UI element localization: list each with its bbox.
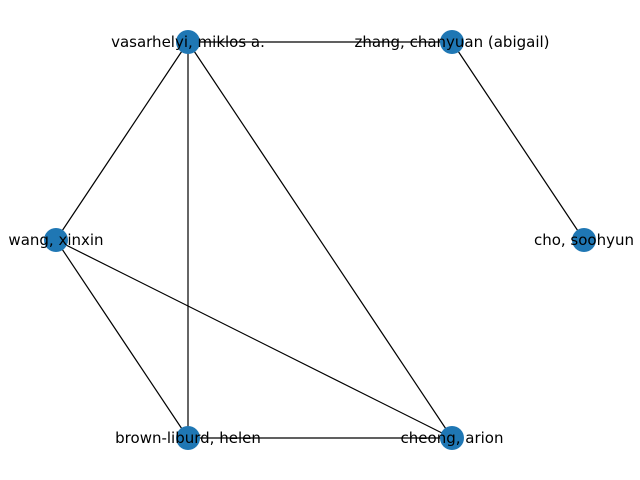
node-wang [44, 228, 68, 252]
node-brown [176, 426, 200, 450]
edge-zhang-cho [451, 41, 585, 241]
edge-vasarhelyi-cheong [187, 41, 453, 439]
node-label-brown: brown-liburd, helen [115, 429, 261, 447]
edges-layer [55, 41, 585, 439]
node-label-wang: wang, xinxin [8, 231, 103, 249]
edge-vasarhelyi-wang [55, 41, 189, 241]
node-cho [572, 228, 596, 252]
node-label-cho: cho, soohyun [534, 231, 634, 249]
node-cheong [440, 426, 464, 450]
edge-wang-cheong [55, 239, 453, 439]
node-label-cheong: cheong, arion [401, 429, 504, 447]
node-label-zhang: zhang, chanyuan (abigail) [354, 33, 549, 51]
node-zhang [440, 30, 464, 54]
node-vasarhelyi [176, 30, 200, 54]
nodes-layer [44, 30, 596, 450]
labels-layer: vasarhelyi, miklos a. zhang, chanyuan (ab… [8, 33, 634, 447]
edge-wang-brown [55, 239, 189, 439]
node-label-vasarhelyi: vasarhelyi, miklos a. [111, 33, 265, 51]
